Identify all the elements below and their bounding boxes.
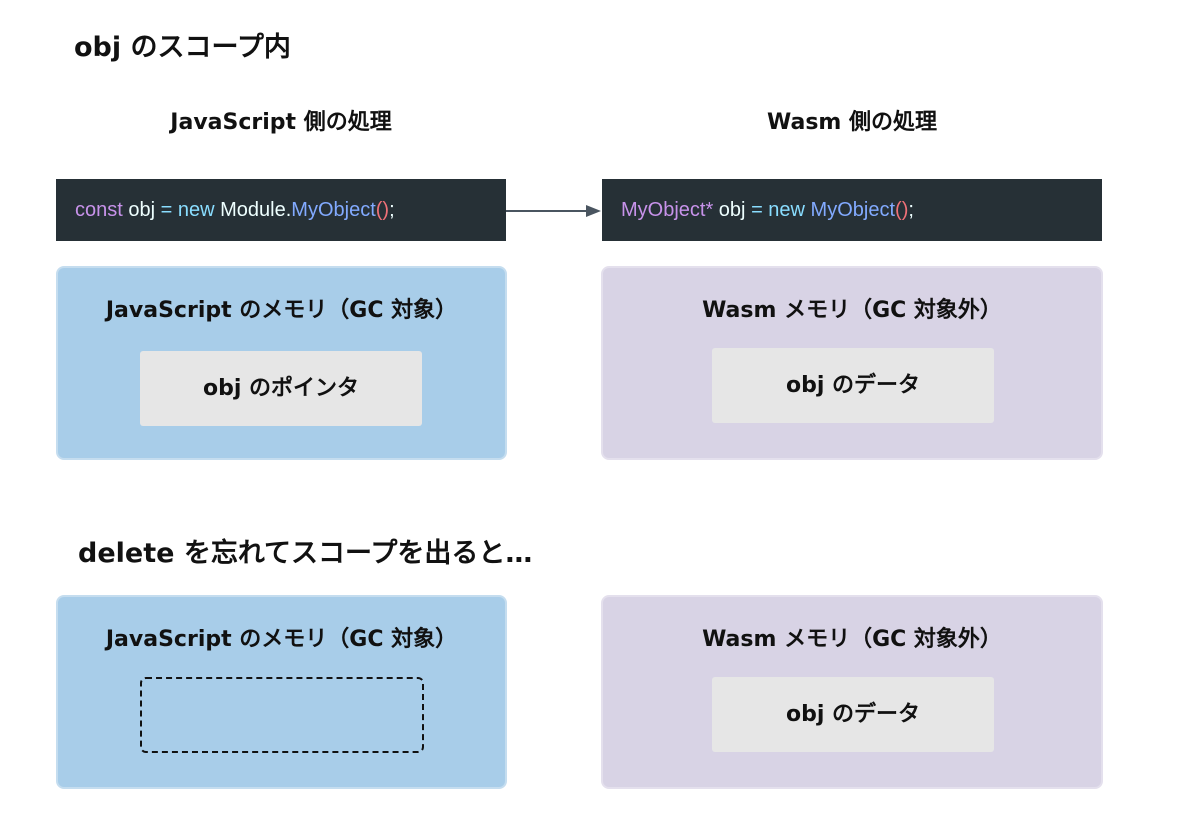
code-keyword-const: const [75,199,123,221]
js-pointer-item: obj のポインタ [140,351,422,426]
code-semicolon: ; [389,199,395,221]
wasm-code-block: MyObject* obj = new MyObject(); [602,179,1102,241]
wasm-data-item: obj のデータ [712,348,994,423]
js-column-title: JavaScript 側の処理 [170,110,392,135]
wasm-memory-title: Wasm メモリ（GC 対象外） [702,627,1002,652]
code-parens: () [895,199,909,221]
js-memory-box: JavaScript のメモリ（GC 対象） obj のポインタ [56,266,507,460]
wasm-memory-box: Wasm メモリ（GC 対象外） obj のデータ [601,266,1103,460]
code-semicolon: ; [908,199,914,221]
code-class-name: MyObject [291,199,376,221]
code-class-name: MyObject [805,199,896,221]
code-operator: = [751,199,763,221]
freed-pointer-placeholder [140,677,424,753]
leaked-data-item: obj のデータ [712,677,994,752]
js-code-block: const obj = new Module.MyObject(); [56,179,506,241]
code-keyword-new: new [172,199,215,221]
js-memory-title: JavaScript のメモリ（GC 対象） [105,627,458,652]
code-parens: () [375,199,390,221]
code-variable: obj [713,199,752,221]
code-module: Module. [214,199,292,221]
scope-heading: obj のスコープ内 [74,32,291,63]
code-operator: = [160,199,173,221]
wasm-column-title: Wasm 側の処理 [766,110,937,135]
wasm-memory-title: Wasm メモリ（GC 対象外） [702,298,1002,323]
wasm-memory-box-after: Wasm メモリ（GC 対象外） obj のデータ [601,595,1103,789]
js-memory-box-after: JavaScript のメモリ（GC 対象） [56,595,507,789]
code-keyword-new: new [762,199,805,221]
after-scope-heading: delete を忘れてスコープを出ると… [78,538,533,569]
code-class-pointer: MyObject* [621,199,714,221]
code-variable: obj [122,199,161,221]
code-arrow [506,205,601,217]
js-memory-title: JavaScript のメモリ（GC 対象） [105,298,458,323]
